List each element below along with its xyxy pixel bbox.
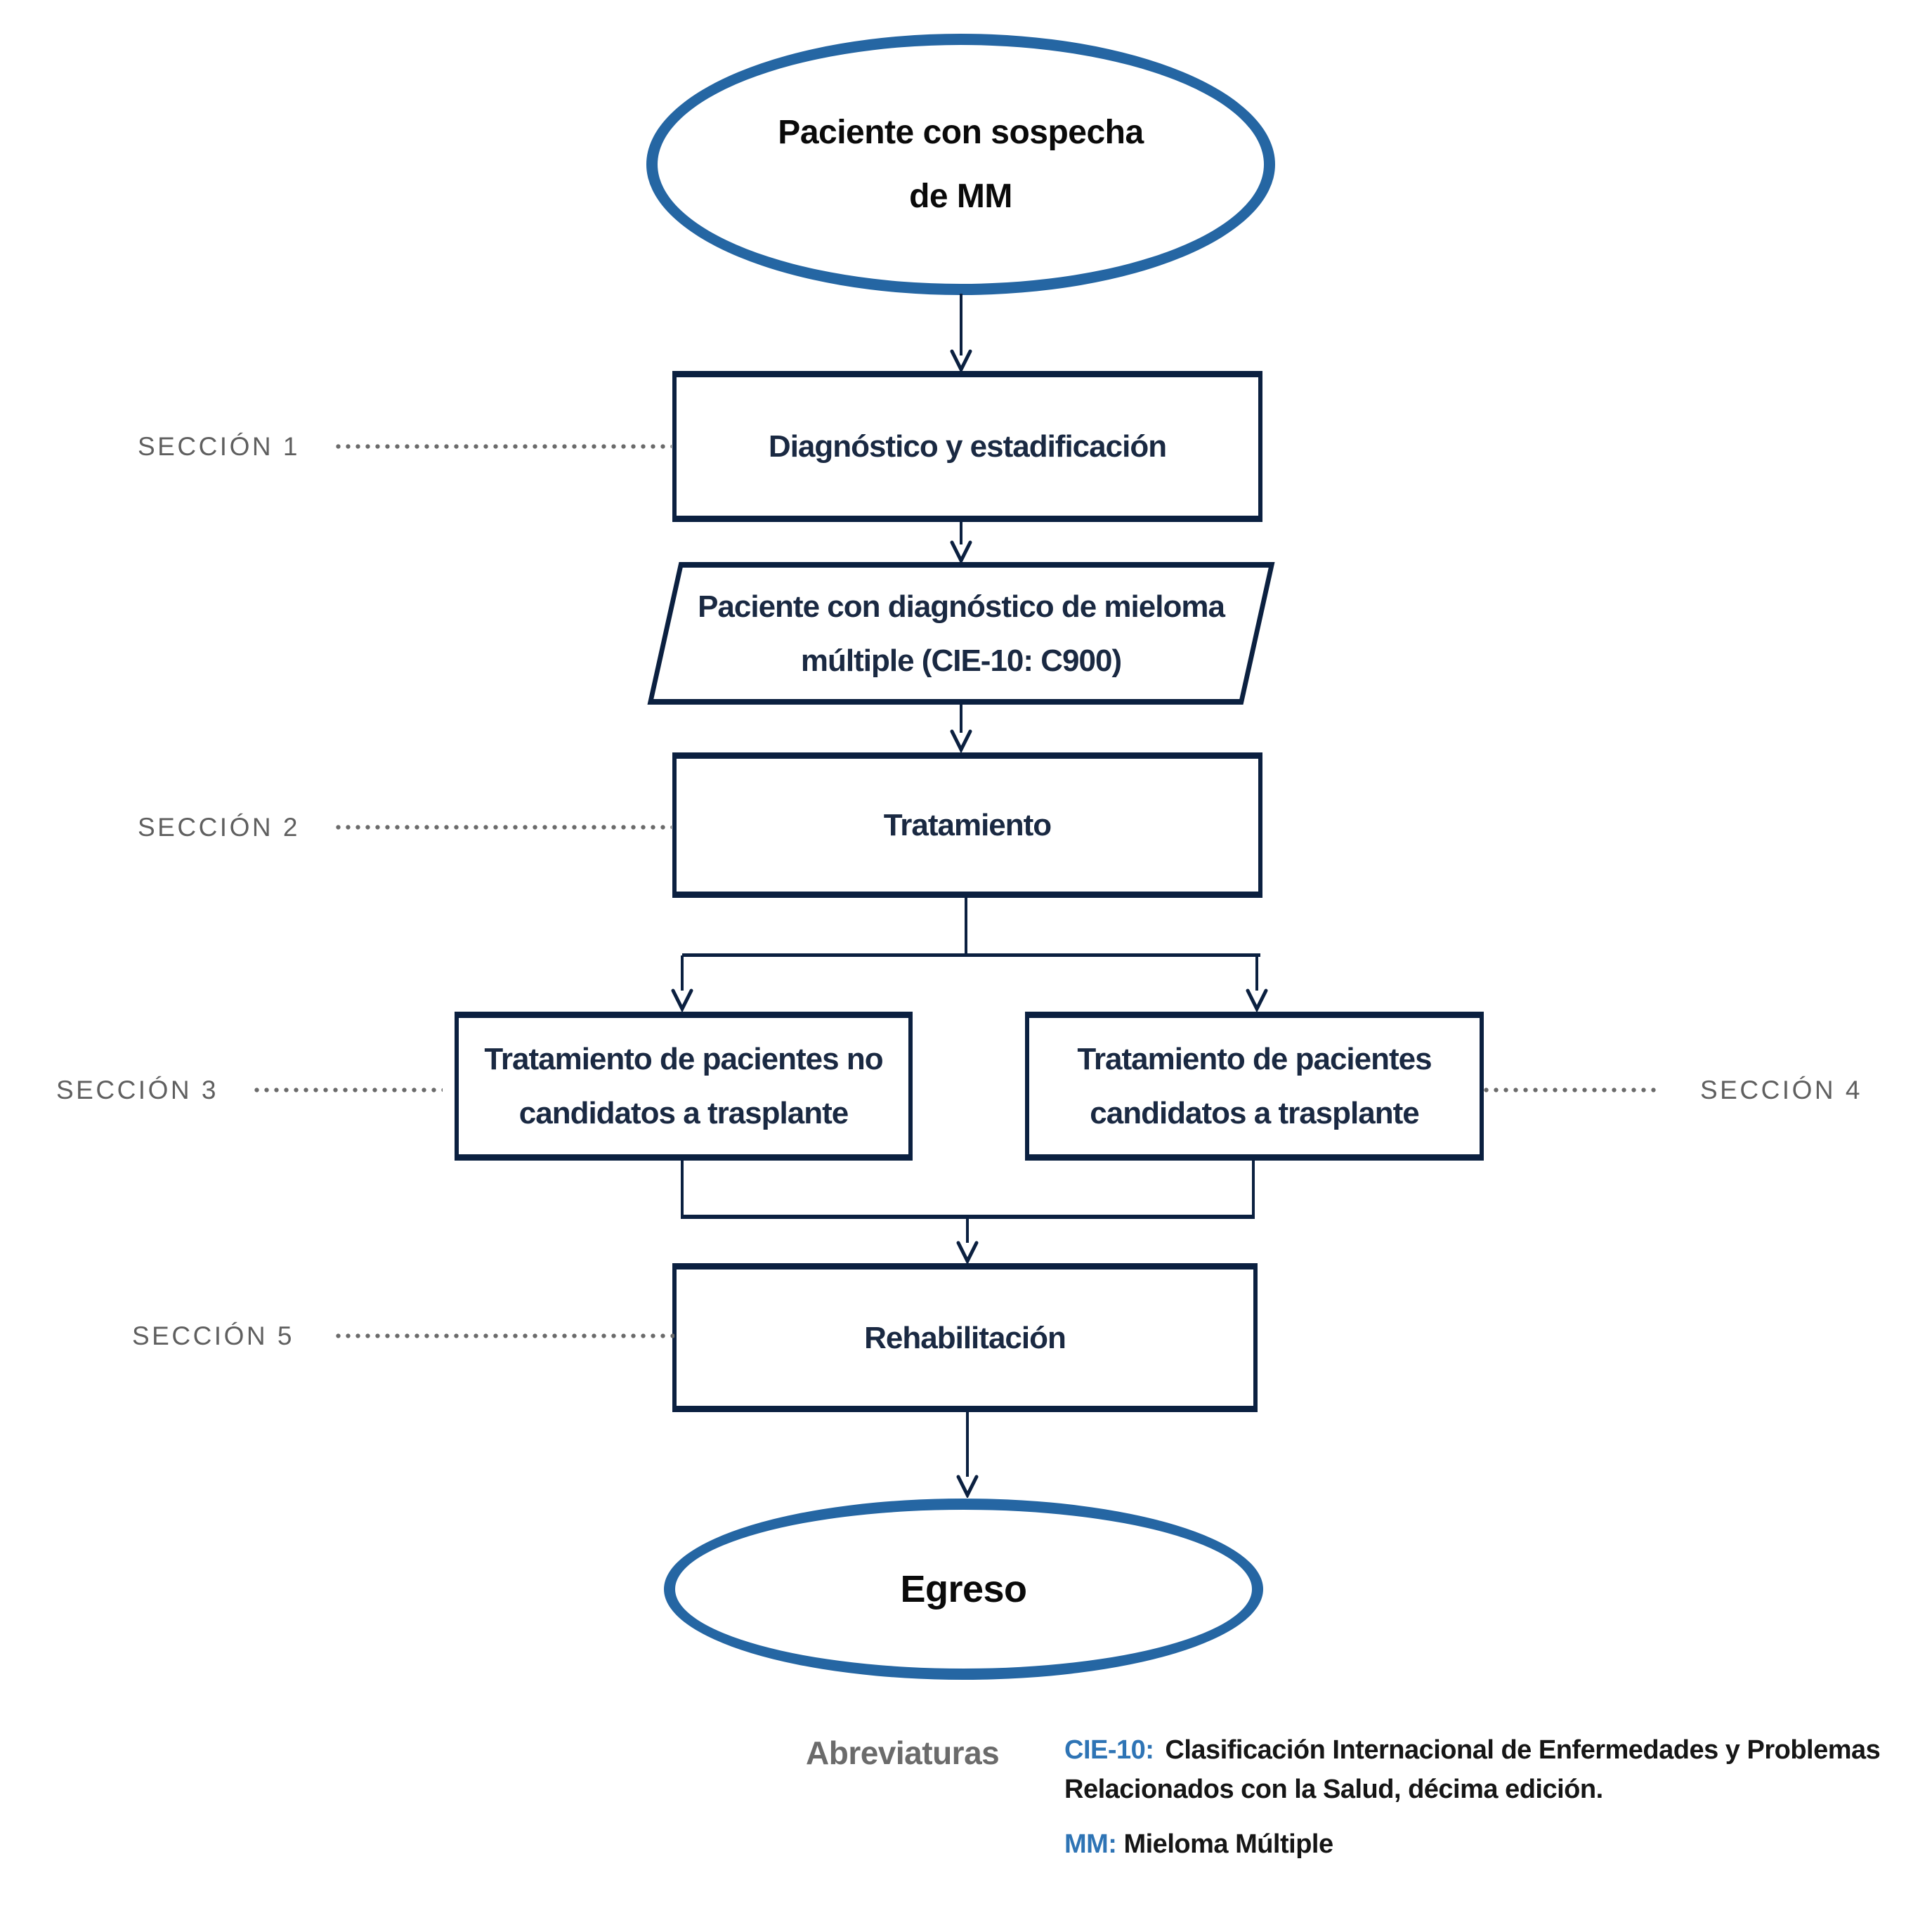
abbreviation-entry-cie10: CIE-10:Clasificación Internacional de En… [1064, 1730, 1881, 1809]
section-4-label: SECCIÓN 4 [1700, 1076, 1862, 1104]
node-end-terminator: Egreso [664, 1499, 1263, 1680]
connector-treatment-branch-stem [965, 898, 967, 955]
connector-no-transplant-merge [681, 1161, 684, 1219]
node-rehabilitation-process: Rehabilitación [672, 1263, 1258, 1412]
arrowhead-down-icon [955, 1240, 980, 1265]
node-diagnosis-label: Diagnóstico y estadificación [768, 429, 1167, 464]
arrowhead-down-icon [1244, 988, 1269, 1013]
section-3-label: SECCIÓN 3 [56, 1076, 218, 1104]
arrowhead-down-icon [955, 1474, 980, 1499]
section-2-label: SECCIÓN 2 [138, 813, 300, 842]
node-transplant-process: Tratamiento de pacientes candidatos a tr… [1025, 1012, 1484, 1161]
section-5-label: SECCIÓN 5 [132, 1321, 294, 1350]
section-1-dotted-line [336, 444, 672, 449]
abbreviation-term: MM: [1064, 1829, 1117, 1859]
node-end-label: Egreso [900, 1567, 1027, 1610]
section-4-dotted-line [1484, 1088, 1659, 1092]
connector-merge-horizontal [681, 1215, 1255, 1219]
node-start-terminator: Paciente con sospecha de MM [646, 34, 1275, 295]
section-3-dotted-line [254, 1088, 443, 1092]
section-5-dotted-line [336, 1333, 674, 1338]
node-treatment-process: Tratamiento [672, 752, 1262, 898]
abbreviation-definition: Mieloma Múltiple [1123, 1829, 1333, 1859]
node-rehabilitation-label: Rehabilitación [864, 1320, 1066, 1355]
node-transplant-label: Tratamiento de pacientes candidatos a tr… [1077, 1042, 1432, 1130]
connector-branch-to-no-transplant [681, 955, 684, 991]
abbreviation-term: CIE-10: [1064, 1735, 1154, 1765]
connector-branch-horizontal [682, 953, 1260, 957]
connector-rehabilitation-to-end [966, 1412, 969, 1477]
connector-diagnosis-to-diagnosed [960, 522, 962, 544]
node-no-transplant-process: Tratamiento de pacientes no candidatos a… [455, 1012, 913, 1161]
connector-transplant-merge [1252, 1161, 1255, 1219]
connector-start-to-diagnosis [960, 294, 962, 355]
abbreviations-heading: Abreviaturas [806, 1735, 1000, 1771]
connector-branch-to-transplant [1255, 955, 1258, 991]
connector-diagnosed-to-treatment [960, 705, 962, 733]
connector-merge-to-rehabilitation [966, 1219, 969, 1243]
node-diagnosis-process: Diagnóstico y estadificación [672, 371, 1262, 522]
node-diagnosed-label-wrap: Paciente con diagnóstico de mieloma múlt… [663, 562, 1259, 705]
node-diagnosed-label: Paciente con diagnóstico de mieloma múlt… [698, 589, 1225, 678]
arrowhead-down-icon [670, 988, 695, 1013]
node-start-label: Paciente con sospecha de MM [778, 113, 1144, 215]
arrowhead-down-icon [948, 540, 974, 565]
abbreviation-definition: Clasificación Internacional de Enfermeda… [1064, 1735, 1881, 1804]
section-2-dotted-line [336, 825, 672, 830]
arrowhead-down-icon [948, 729, 974, 754]
node-no-transplant-label: Tratamiento de pacientes no candidatos a… [484, 1042, 883, 1130]
abbreviation-entry-mm: MM:Mieloma Múltiple [1064, 1825, 1333, 1864]
node-treatment-label: Tratamiento [883, 808, 1052, 842]
arrowhead-down-icon [948, 348, 974, 374]
section-1-label: SECCIÓN 1 [138, 432, 300, 461]
